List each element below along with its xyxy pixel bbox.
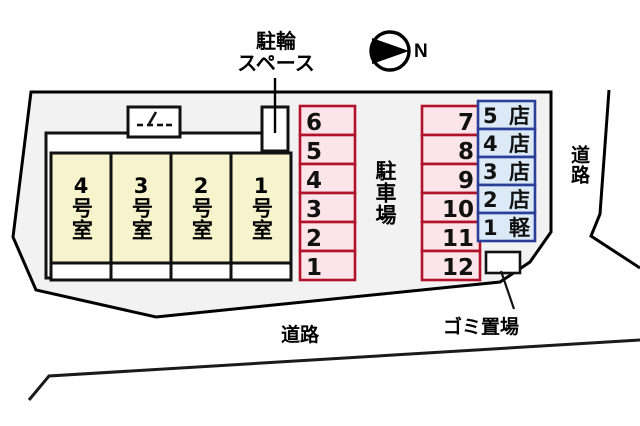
parking-stall-number-8: 8	[457, 139, 474, 165]
balcony-strip	[49, 261, 293, 282]
north-arrow-icon	[369, 30, 411, 72]
unit-label-4: 4 号室	[51, 153, 111, 263]
parking-stall-12	[420, 249, 482, 282]
shop-stall-kind-4: 店	[509, 132, 530, 156]
parking-stall-number-9: 9	[457, 168, 474, 194]
road-bottom-label: 道路	[281, 324, 320, 346]
shop-stall-kind-5: 店	[509, 104, 530, 128]
unit-label-2: 2 号室	[171, 153, 231, 263]
road-bottom-lower-edge	[27, 338, 640, 401]
north-arrow-letter: N	[414, 41, 428, 62]
parking-stall-5	[298, 133, 357, 166]
shop-stall-5	[476, 99, 537, 131]
parking-stall-number-6: 6	[306, 110, 323, 136]
bike-space-label: 駐輪 スペース	[237, 29, 315, 76]
unit-box-3	[109, 151, 173, 265]
parking-stall-number-3: 3	[306, 197, 323, 223]
unit-number-3: 3	[133, 173, 149, 198]
road-right-outer-edge	[589, 89, 640, 270]
unit-number-2: 2	[193, 173, 209, 198]
shop-stall-number-3: 3	[483, 160, 498, 184]
unit-suffix-2: 号室	[189, 197, 214, 242]
unit-number-1: 1	[253, 173, 269, 198]
balcony-4	[49, 261, 113, 282]
shop-stall-3	[476, 155, 537, 187]
parking-stall-number-7: 7	[457, 110, 474, 136]
shop-stall-number-2: 2	[483, 188, 498, 212]
stair-hatch-marks	[137, 111, 172, 127]
parking-stall-number-11: 11	[441, 226, 474, 252]
unit-number-4: 4	[73, 173, 89, 198]
shop-stall-number-4: 4	[483, 132, 498, 156]
garbage-leader	[499, 270, 516, 310]
parking-stall-4	[298, 162, 357, 195]
shop-stall-kind-2: 店	[509, 188, 530, 212]
parking-stall-6	[298, 104, 357, 137]
unit-suffix-4: 号室	[69, 197, 94, 242]
road-right-label: 道路	[568, 145, 590, 185]
parking-stall-number-1: 1	[306, 255, 323, 281]
unit-box-4	[49, 151, 113, 265]
parking-column-right	[420, 104, 482, 282]
parking-stall-number-5: 5	[306, 139, 323, 165]
parking-column-left	[298, 104, 357, 282]
unit-boxes	[49, 151, 293, 265]
shop-stall-1	[476, 211, 537, 243]
stair-structure	[126, 105, 182, 139]
unit-label-3: 3 号室	[111, 153, 171, 263]
unit-suffix-1: 号室	[249, 197, 274, 242]
parking-stall-1	[298, 249, 357, 282]
shop-stall-column	[476, 99, 537, 243]
parking-stall-number-2: 2	[306, 226, 323, 252]
shop-stall-kind-1: 軽	[509, 216, 530, 240]
shop-stall-kind-3: 店	[509, 160, 530, 184]
parking-stall-number-10: 10	[441, 197, 474, 223]
garbage-area-label: ゴミ置場	[443, 316, 520, 338]
parking-stall-number-12: 12	[441, 255, 474, 281]
balcony-1	[229, 261, 293, 282]
shop-stall-number-5: 5	[483, 104, 498, 128]
unit-suffix-3: 号室	[129, 197, 154, 242]
shop-stall-number-1: 1	[483, 216, 498, 240]
balcony-2	[169, 261, 233, 282]
parking-stall-number-4: 4	[306, 168, 323, 194]
balcony-3	[109, 261, 173, 282]
parking-lot-label: 駐車場	[373, 160, 397, 226]
unit-label-1: 1 号室	[231, 153, 291, 263]
garbage-box	[484, 250, 522, 275]
shop-stall-2	[476, 183, 537, 215]
